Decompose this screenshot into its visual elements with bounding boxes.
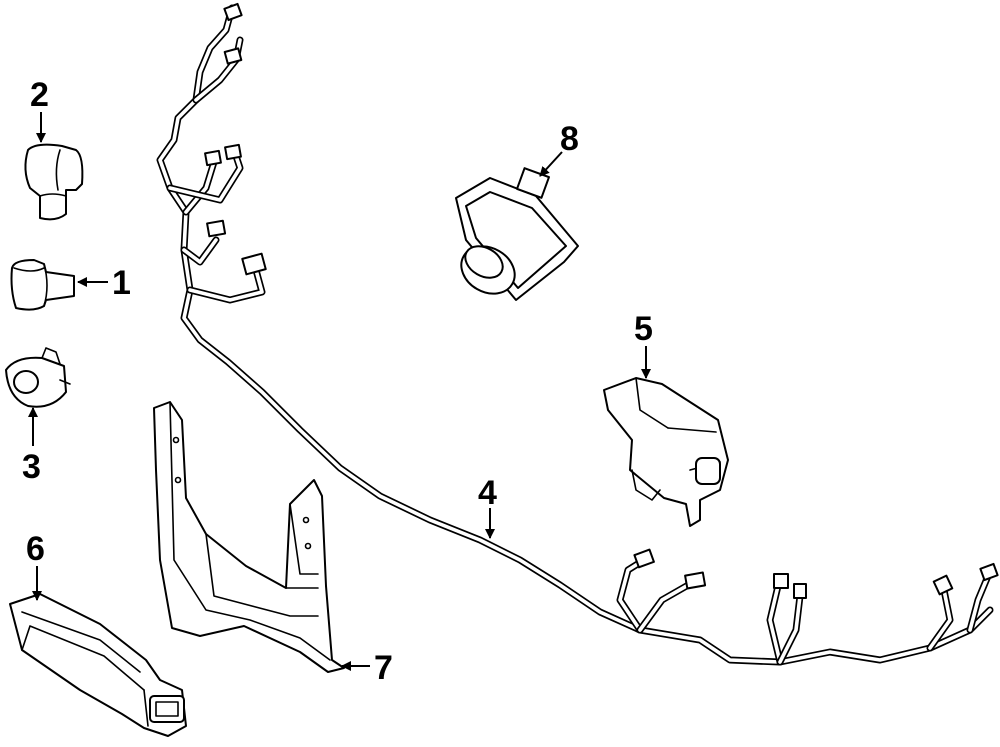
callout-2: 2 [30,76,49,143]
callout-7: 7 [341,649,393,687]
callout-1: 1 [77,264,131,302]
rear-camera[interactable] [453,167,579,303]
callout-label: 7 [374,649,393,687]
callout-label: 6 [26,530,45,568]
control-module[interactable] [9,593,187,737]
callout-5: 5 [634,310,653,379]
handle-switch-assembly[interactable] [603,377,729,527]
callout-label: 8 [560,120,579,158]
callout-label: 5 [634,310,653,348]
callout-4: 4 [478,474,497,539]
callout-3: 3 [22,407,41,486]
parking-sensor[interactable] [10,259,75,311]
callout-label: 4 [478,474,497,512]
wiring-harness[interactable] [156,2,999,666]
callout-label: 1 [112,264,131,302]
sensor-bracket[interactable] [24,143,84,221]
callout-8: 8 [539,120,579,177]
sensor-retainer[interactable] [5,347,71,408]
mounting-bracket[interactable] [153,401,345,673]
callout-6: 6 [26,530,45,601]
callout-label: 3 [22,448,41,486]
callout-label: 2 [30,76,49,114]
